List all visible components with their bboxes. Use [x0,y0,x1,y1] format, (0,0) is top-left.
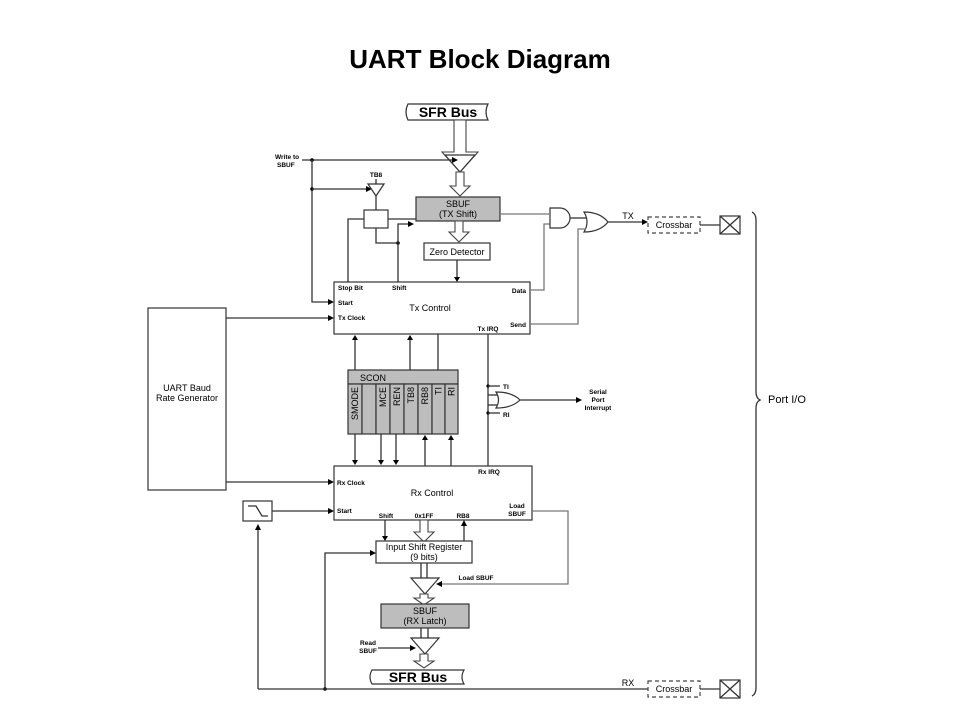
tx-signal-label: TX [622,211,634,221]
sfr-bus-bottom: SFR Bus [369,669,466,685]
ri-label: RI [503,412,510,419]
load-sbuf-label: Load SBUF [458,575,493,582]
tx-irq-label: Tx IRQ [478,326,499,333]
zero-detector-label: Zero Detector [429,247,484,257]
read-sbuf-label-2: SBUF [359,648,377,655]
baud-gen-label-1: UART Baud [163,383,211,393]
tx-pin-icon [719,215,741,235]
rx-irq-label: Rx IRQ [478,469,500,476]
isr-label-2: (9 bits) [410,552,438,562]
tx-control-block [333,281,531,335]
scon-bit-tb8: TB8 [406,387,416,404]
write-buffer-icon [443,154,477,173]
edge-detector-icon [242,500,273,522]
scon-bit-rb8: RB8 [420,387,430,405]
rx-shift-label: Shift [379,513,394,520]
sbuf-tx-label-2: (TX Shift) [439,209,477,219]
ti-label: TI [503,384,509,391]
bus-arrow-sbuf [448,171,472,197]
sfr-bus-top-label: SFR Bus [419,104,478,120]
sbuf-rx-label-1: SBUF [413,606,438,616]
write-sbuf-label-2: SBUF [277,162,295,169]
tx-send-label: Send [510,322,526,329]
sbuf-rx-latch [380,603,470,629]
tx-control-title: Tx Control [409,303,451,313]
scon-bit-cell [361,383,377,435]
tx-mux-block [363,209,389,229]
crossbar-tx-label: Crossbar [656,220,693,230]
crossbar-rx-label: Crossbar [656,684,693,694]
port-io-label: Port I/O [768,394,806,406]
port-io-brace [751,211,762,697]
tx-shift-label: Shift [392,285,407,292]
rx-load-sbuf-label-1: Load [509,503,525,510]
serial-interrupt-label-1: Serial [589,389,607,396]
write-sbuf-label-1: Write to [275,154,299,161]
or-gate-interrupt-icon [494,391,521,409]
tx-stop-bit-label: Stop Bit [338,285,364,292]
scon-bit-ri: RI [447,387,457,396]
read-sbuf-label-1: Read [360,640,376,647]
sfr-bus-top: SFR Bus [405,103,489,121]
rx-start-label: Start [337,508,353,515]
rx-control-block [333,465,533,521]
sbuf-tx-label-1: SBUF [446,199,471,209]
tb8-buffer-icon [366,183,386,198]
sfr-bus-bottom-label: SFR Bus [389,669,448,685]
tx-start-label: Start [338,300,354,307]
scon-bit-smode: SMODE [350,387,360,420]
baud-rate-generator [147,307,227,491]
tx-clock-label: Tx Clock [338,315,365,322]
and-gate-icon [549,207,571,229]
rx-pin-icon [719,679,741,699]
rx-mask-label: 0x1FF [415,513,434,520]
serial-interrupt-label-3: Interrupt [585,405,613,412]
scon-bit-cell [444,383,459,435]
rx-rb8-label: RB8 [456,513,469,520]
rx-control-title: Rx Control [411,488,454,498]
or-gate-tx-icon [582,211,609,233]
tx-data-label: Data [512,288,526,295]
rx-signal-label: RX [622,678,635,688]
scon-bit-mce: MCE [378,387,388,407]
scon-bit-ti: TI [434,387,444,395]
tb8-label: TB8 [370,172,383,179]
sbuf-rx-label-2: (RX Latch) [403,616,446,626]
rx-clock-label: Rx Clock [337,480,365,487]
rx-load-buffer-icon [409,577,441,595]
sbuf-tx-shift [415,196,501,222]
scon-bit-ren: REN [392,387,402,406]
read-buffer-icon [409,637,441,655]
rx-load-sbuf-label-2: SBUF [508,511,526,518]
page-title: UART Block Diagram [349,44,611,74]
baud-gen-label-2: Rate Generator [156,393,218,403]
scon-title: SCON [360,373,386,383]
input-shift-register [375,540,473,564]
serial-interrupt-label-2: Port [592,397,606,404]
isr-label-1: Input Shift Register [386,542,463,552]
